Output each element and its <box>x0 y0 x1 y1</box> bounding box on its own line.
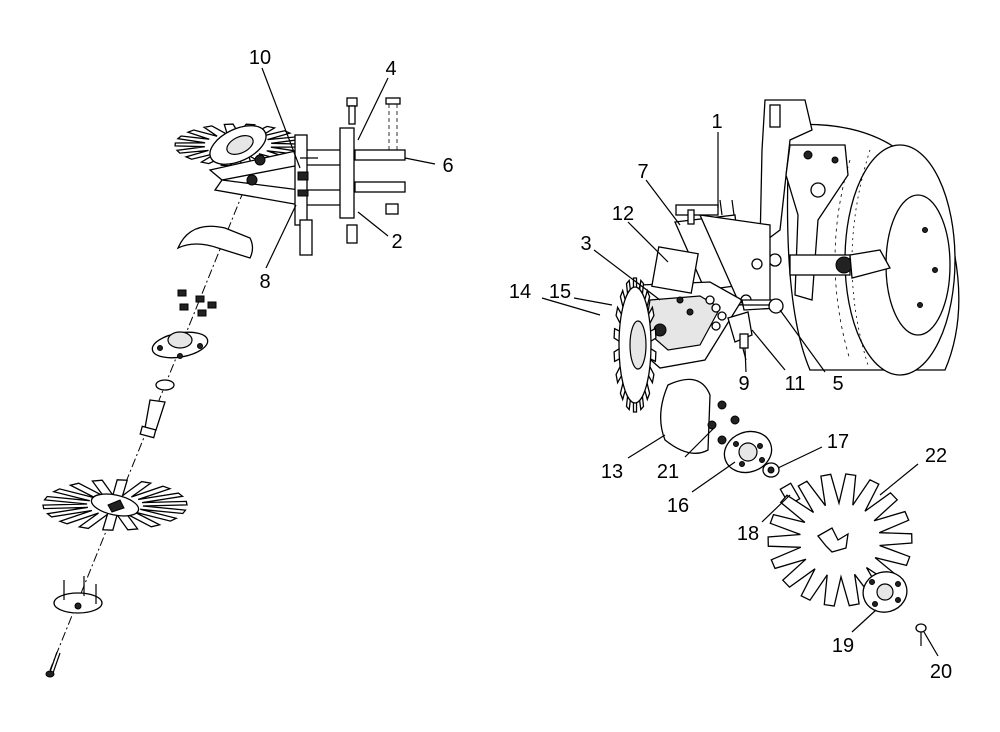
callout-11: 11 <box>785 373 806 395</box>
long-bolt <box>139 399 166 439</box>
callout-16: 16 <box>667 495 689 517</box>
callout-6: 6 <box>442 155 453 177</box>
scraper-plate <box>176 225 254 259</box>
hub-nuts <box>707 400 740 445</box>
frame-bolts <box>299 97 401 256</box>
callout-13: 13 <box>601 461 623 483</box>
hub-19 <box>862 571 908 613</box>
hub-16 <box>723 430 773 474</box>
nut-cluster <box>177 289 217 317</box>
callout-17: 17 <box>827 431 849 453</box>
callout-14: 14 <box>509 281 531 303</box>
bottom-screw <box>45 651 61 678</box>
callout-22: 22 <box>925 445 947 467</box>
callout-1: 1 <box>711 111 722 133</box>
callout-9: 9 <box>738 373 749 395</box>
hub-flange <box>151 331 209 359</box>
scraper-shield <box>660 378 711 454</box>
callout-4: 4 <box>385 58 396 80</box>
assembly-axis <box>49 174 251 671</box>
lower-spiked-wheel <box>42 479 188 531</box>
lower-flange <box>53 576 103 614</box>
leader-lines <box>261 67 939 657</box>
front-spiked-wheel <box>613 277 657 413</box>
callout-18: 18 <box>737 523 759 545</box>
callout-3: 3 <box>580 233 591 255</box>
spring-coil <box>705 295 727 331</box>
callout-21: 21 <box>657 461 679 483</box>
bolt-20 <box>915 623 927 646</box>
mounting-bracket <box>627 199 779 369</box>
callout-labels: 10 4 6 2 8 1 7 12 3 14 15 9 11 5 13 21 1… <box>249 47 952 683</box>
callout-7: 7 <box>637 161 648 183</box>
washer <box>155 379 175 391</box>
callout-8: 8 <box>259 271 270 293</box>
callout-15: 15 <box>549 281 571 303</box>
callout-5: 5 <box>832 373 843 395</box>
callout-12: 12 <box>612 203 634 225</box>
mount-frame <box>208 127 406 226</box>
callout-2: 2 <box>391 231 402 253</box>
callout-10: 10 <box>249 47 271 69</box>
callout-19: 19 <box>832 635 854 657</box>
right-assembled-view <box>613 99 960 646</box>
top-spiked-wheel <box>174 123 302 167</box>
large-spiked-wheel <box>767 473 913 607</box>
left-exploded-assembly <box>42 97 406 678</box>
callout-20: 20 <box>930 661 952 683</box>
row-unit-linkage <box>759 99 891 301</box>
bolts-right <box>687 209 784 349</box>
